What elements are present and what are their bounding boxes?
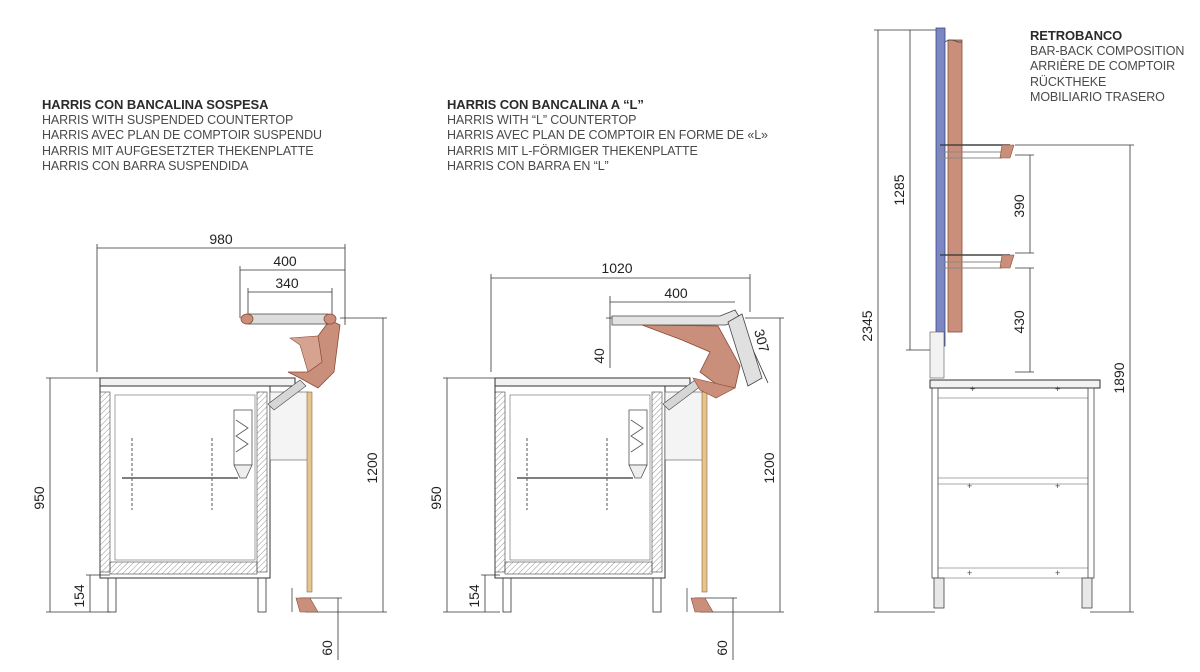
dim-label: 430 (1011, 310, 1027, 334)
bar-shelf (940, 254, 1015, 269)
wood-panel (701, 391, 708, 593)
l-countertop (611, 309, 741, 326)
caption-line: HARRIS WITH SUSPENDED COUNTERTOP (42, 112, 294, 127)
cabinet-body (494, 385, 666, 579)
diagram-harris-l: 1020 400 40 307 950 1200 154 60 (428, 260, 784, 660)
bar-back-top (929, 379, 1101, 389)
svg-text:+: + (1055, 481, 1060, 491)
copper-back-panel (947, 39, 963, 333)
leg (1081, 577, 1093, 609)
dim-label: 307 (751, 327, 773, 354)
caption-line: RÜCKTHEKE (1030, 74, 1107, 89)
diagram-retrobanco: + + + + + + 2345 1285 390 430 1890 (859, 27, 1134, 613)
suspended-top (243, 313, 333, 325)
caption-retrobanco: RETROBANCO BAR-BACK COMPOSITION ARRIÈRE … (1030, 28, 1184, 106)
svg-text:+: + (970, 384, 975, 394)
caption-line: ARRIÈRE DE COMPTOIR (1030, 59, 1176, 74)
svg-text:+: + (967, 481, 972, 491)
dim-label: 950 (31, 486, 47, 510)
caption-line: MOBILIARIO TRASERO (1030, 90, 1165, 105)
svg-text:+: + (967, 568, 972, 578)
dim-label: 1200 (761, 452, 777, 483)
dim-label: 154 (466, 584, 482, 608)
caption-line: HARRIS AVEC PLAN DE COMPTOIR EN FORME DE… (447, 128, 768, 143)
dim-label: 400 (664, 285, 688, 301)
svg-text:+: + (1055, 568, 1060, 578)
caption-title: HARRIS CON BANCALINA A “L” (447, 97, 644, 112)
dim-label: 1890 (1111, 362, 1127, 393)
dim-label: 390 (1011, 194, 1027, 218)
leg (933, 577, 945, 609)
caption-line: HARRIS CON BARRA EN “L” (447, 159, 609, 174)
dim-label: 40 (591, 348, 607, 364)
caption-harris-suspended: HARRIS CON BANCALINA SOSPESA HARRIS WITH… (42, 97, 322, 175)
caption-title: HARRIS CON BANCALINA SOSPESA (42, 97, 269, 112)
caption-line: HARRIS MIT L-FÖRMIGER THEKENPLATTE (447, 143, 698, 158)
dim-label: 1285 (891, 174, 907, 205)
dimension-lines (874, 29, 1134, 613)
caption-line: HARRIS WITH “L” COUNTERTOP (447, 112, 637, 127)
dim-label: 154 (71, 584, 87, 608)
caption-title: RETROBANCO (1030, 28, 1123, 43)
caption-line: HARRIS AVEC PLAN DE COMPTOIR SUSPENDU (42, 128, 322, 143)
caption-line: HARRIS CON BARRA SUSPENDIDA (42, 159, 249, 174)
caption-harris-l: HARRIS CON BANCALINA A “L” HARRIS WITH “… (447, 97, 768, 175)
cabinet-body (99, 385, 271, 579)
caption-line: HARRIS MIT AUFGESETZTER THEKENPLATTE (42, 143, 314, 158)
blue-back-panel (935, 27, 946, 347)
dim-label: 60 (319, 640, 335, 656)
dim-label: 1020 (601, 260, 632, 276)
diagram-harris-suspended: 980 400 340 950 1200 154 60 (31, 231, 387, 660)
countertop (494, 377, 691, 387)
countertop (99, 377, 296, 387)
wood-panel (306, 391, 313, 593)
dim-label: 950 (428, 486, 444, 510)
dim-label: 340 (275, 275, 299, 291)
bar-shelf (940, 144, 1015, 159)
dim-label: 400 (273, 253, 297, 269)
dim-label: 60 (714, 640, 730, 656)
svg-text:+: + (1055, 384, 1060, 394)
dimension-lines (46, 244, 387, 660)
dim-label: 1200 (364, 452, 380, 483)
caption-line: BAR-BACK COMPOSITION (1030, 43, 1185, 58)
dim-label: 980 (209, 231, 233, 247)
dim-label: 2345 (859, 310, 875, 341)
